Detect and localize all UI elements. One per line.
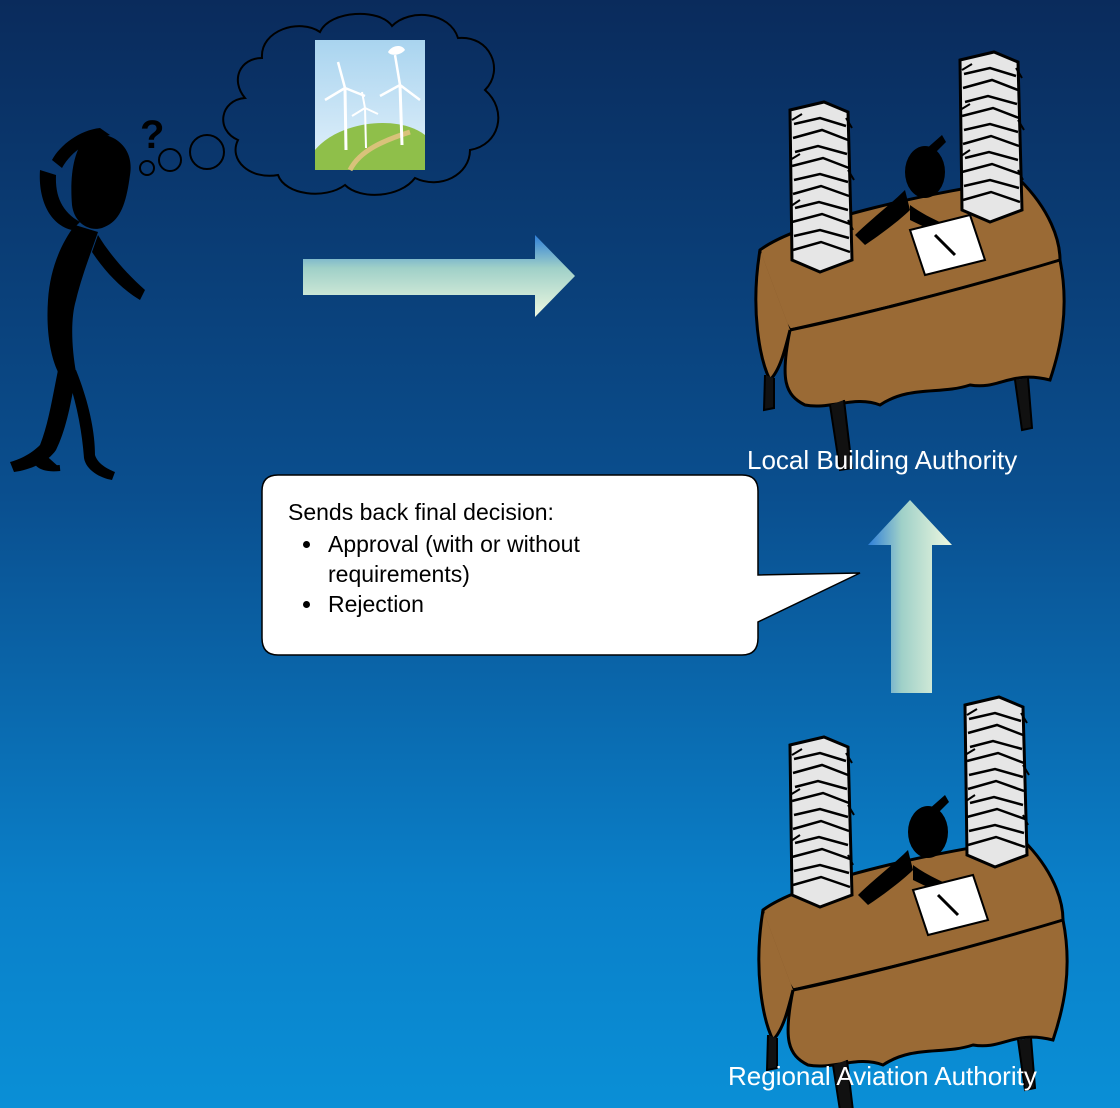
- callout-bubble: [261, 474, 861, 656]
- wind-turbine-image: [315, 40, 425, 172]
- decision-item-rejection: Rejection: [324, 589, 728, 619]
- callout-heading: Sends back final decision:: [288, 499, 554, 525]
- paper-stack-right: [963, 695, 1031, 869]
- paper-stack-left: [788, 735, 856, 909]
- regional-aviation-authority-label: Regional Aviation Authority: [728, 1061, 1037, 1091]
- arrow-up-icon: [868, 500, 952, 693]
- paper-stack-right: [958, 50, 1026, 224]
- decision-item-approval: Approval (with or without requirements): [324, 529, 728, 589]
- thinking-person-icon: ?: [10, 113, 164, 480]
- decision-list: Approval (with or without requirements) …: [288, 529, 728, 619]
- arrow-right-icon: [303, 235, 575, 317]
- local-building-authority-label: Local Building Authority: [747, 445, 1018, 475]
- thought-bubble-icon: [139, 13, 500, 196]
- callout-text: Sends back final decision: Approval (wit…: [288, 497, 728, 619]
- svg-text:?: ?: [140, 113, 164, 157]
- paper-stack-left: [788, 100, 856, 274]
